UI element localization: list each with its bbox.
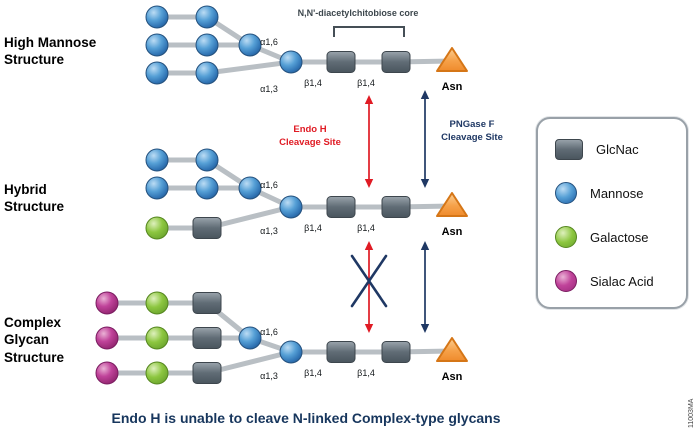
glcnac-swatch-icon xyxy=(555,138,583,160)
mannose-swatch-icon xyxy=(555,182,577,204)
mannose-node xyxy=(145,148,169,172)
linkage-label: α1,3 xyxy=(260,226,278,236)
mannose-node xyxy=(195,148,219,172)
mannose-node xyxy=(238,176,262,200)
mannose-node xyxy=(238,326,262,350)
sugar-nodes xyxy=(95,5,468,385)
linkage-label: β1,4 xyxy=(304,223,322,233)
hybrid-title: Hybrid Structure xyxy=(4,182,65,215)
pngase-f-cleavage-arrow-lower xyxy=(420,241,430,333)
complex-title: Complex Glycan Structure xyxy=(4,315,65,365)
glcnac-node xyxy=(326,51,356,73)
mannose-node xyxy=(145,5,169,29)
glcnac-node xyxy=(381,196,411,218)
galactose-node xyxy=(145,216,169,240)
linkage-label: α1,6 xyxy=(260,327,278,337)
legend-item-sialic: Sialac Acid xyxy=(538,259,686,303)
asn-label: Asn xyxy=(441,226,463,238)
legend-label: Sialac Acid xyxy=(590,273,654,289)
endo-h-cleavage-arrow-upper xyxy=(364,95,374,188)
asn-node xyxy=(436,47,468,72)
linkage-label: β1,4 xyxy=(357,223,375,233)
glcnac-node xyxy=(381,51,411,73)
legend-label: Galactose xyxy=(590,229,649,245)
sialic-node xyxy=(95,291,119,315)
galactose-node xyxy=(145,291,169,315)
pngase-f-cleavage-label: PNGase F Cleavage Site xyxy=(441,119,503,143)
mannose-node xyxy=(195,5,219,29)
endo-h-cleavage-label: Endo H Cleavage Site xyxy=(279,124,341,148)
sialic-node xyxy=(95,326,119,350)
linkage-label: α1,6 xyxy=(260,37,278,47)
mannose-node xyxy=(145,176,169,200)
linkage-label: α1,6 xyxy=(260,180,278,190)
linkage-label: β1,4 xyxy=(304,368,322,378)
asn-label: Asn xyxy=(441,371,463,383)
bottom-caption: Endo H is unable to cleave N-linked Comp… xyxy=(111,410,501,426)
glcnac-node xyxy=(326,341,356,363)
legend-label: GlcNac xyxy=(596,141,639,157)
legend-item-galactose: Galactose xyxy=(538,215,686,259)
asn-label: Asn xyxy=(441,81,463,93)
chitobiose-core-label: N,N'-diacetylchitobiose core xyxy=(297,8,419,18)
legend-label: Mannose xyxy=(590,185,644,201)
galactose-node xyxy=(145,361,169,385)
linkage-label: β1,4 xyxy=(357,368,375,378)
legend-item-mannose: Mannose xyxy=(538,171,686,215)
glcnac-node xyxy=(381,341,411,363)
high-mannose-title: High Mannose Structure xyxy=(4,35,97,68)
galactose-node xyxy=(145,326,169,350)
sialic-node xyxy=(95,361,119,385)
glcnac-node xyxy=(192,217,222,239)
legend-item-glcnac: GlcNac xyxy=(538,127,686,171)
mannose-node xyxy=(279,50,303,74)
linkage-label: α1,3 xyxy=(260,84,278,94)
mannose-node xyxy=(145,61,169,85)
glcnac-node xyxy=(192,292,222,314)
mannose-node xyxy=(279,340,303,364)
blocked-x-icon xyxy=(350,254,388,308)
glcnac-node xyxy=(326,196,356,218)
galactose-swatch-icon xyxy=(555,226,577,248)
mannose-node xyxy=(195,61,219,85)
pngase-f-cleavage-arrow-upper xyxy=(420,90,430,188)
linkage-label: α1,3 xyxy=(260,371,278,381)
mannose-node xyxy=(145,33,169,57)
figure-id-watermark: 11003MA xyxy=(688,398,695,428)
glcnac-node xyxy=(192,362,222,384)
mannose-node xyxy=(279,195,303,219)
cleavage-arrows xyxy=(364,90,430,333)
endo-h-cleavage-arrow-lower xyxy=(364,241,374,333)
glcnac-node xyxy=(192,327,222,349)
mannose-node xyxy=(195,176,219,200)
linkage-label: β1,4 xyxy=(357,78,375,88)
chitobiose-core-bracket xyxy=(333,26,405,37)
glycosidic-bond xyxy=(204,59,294,76)
asn-node xyxy=(436,337,468,362)
mannose-node xyxy=(195,33,219,57)
linkage-label: β1,4 xyxy=(304,78,322,88)
sialic-swatch-icon xyxy=(555,270,577,292)
asn-node xyxy=(436,192,468,217)
mannose-node xyxy=(238,33,262,57)
